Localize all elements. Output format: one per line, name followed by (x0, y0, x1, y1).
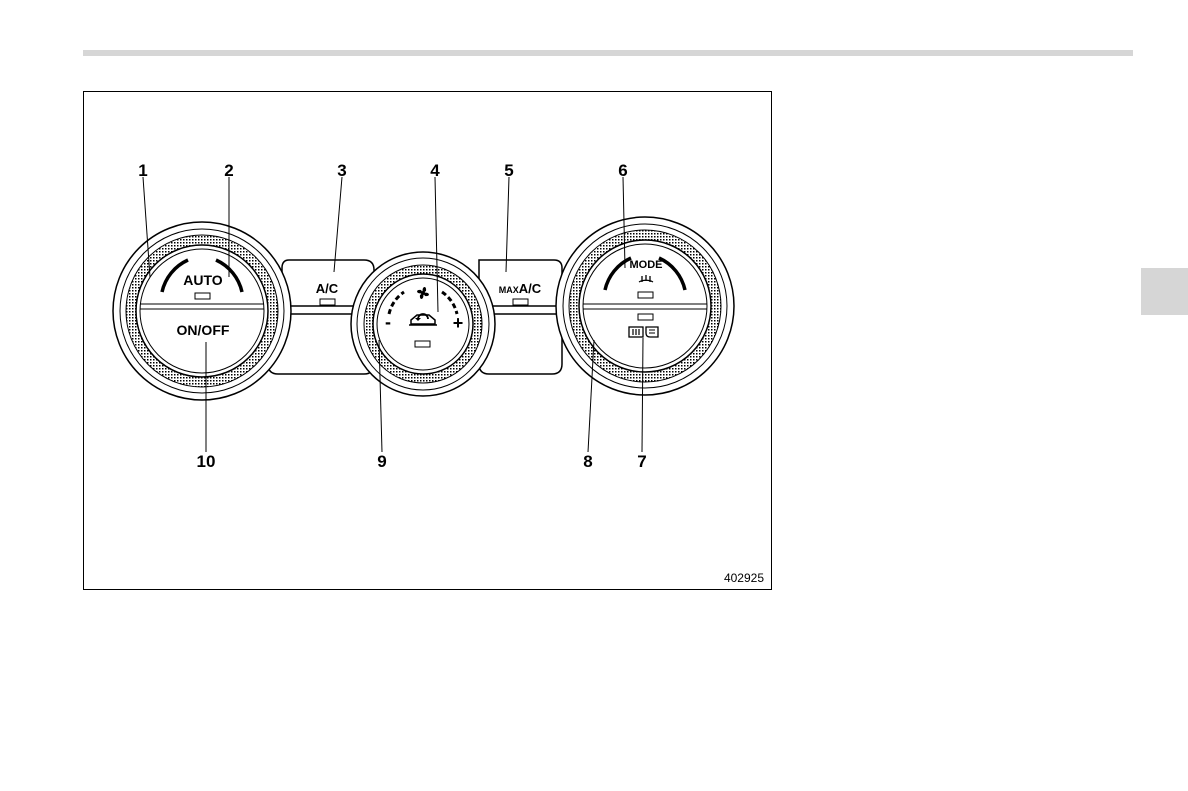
auto-indicator (195, 293, 210, 299)
chapter-tab (1141, 268, 1188, 315)
auto-button-label: AUTO (183, 272, 223, 288)
on-off-button-label: ON/OFF (177, 322, 230, 338)
fan-increase-sign: + (453, 313, 464, 333)
defogger-indicator (638, 314, 653, 320)
ac-indicator (320, 299, 335, 305)
max-ac-indicator (513, 299, 528, 305)
callout-8: 8 (583, 452, 592, 471)
figure-id: 402925 (724, 571, 764, 585)
callout-6: 6 (618, 161, 627, 180)
callout-9: 9 (377, 452, 386, 471)
callout-5: 5 (504, 161, 513, 180)
climate-control-diagram: AUTO ON/OFF A/C MAXA/C (84, 92, 773, 591)
callout-3: 3 (337, 161, 346, 180)
ac-button-label: A/C (316, 281, 339, 296)
right-knob[interactable]: MODE (556, 217, 734, 395)
callout-7: 7 (637, 452, 646, 471)
rear-defogger-icon (629, 327, 643, 337)
recirculation-indicator (415, 341, 430, 347)
callout-1: 1 (138, 161, 147, 180)
callout-2: 2 (224, 161, 233, 180)
climate-control-figure: AUTO ON/OFF A/C MAXA/C (83, 91, 772, 590)
header-rule (83, 50, 1133, 56)
callout-4: 4 (430, 161, 440, 180)
callout-10: 10 (197, 452, 216, 471)
mode-indicator (638, 292, 653, 298)
mirror-heater-icon (646, 327, 658, 337)
left-knob[interactable]: AUTO ON/OFF (113, 222, 291, 400)
mode-button-label: MODE (630, 259, 663, 271)
fan-knob[interactable]: - + (351, 252, 495, 396)
fan-decrease-sign: - (385, 312, 391, 332)
